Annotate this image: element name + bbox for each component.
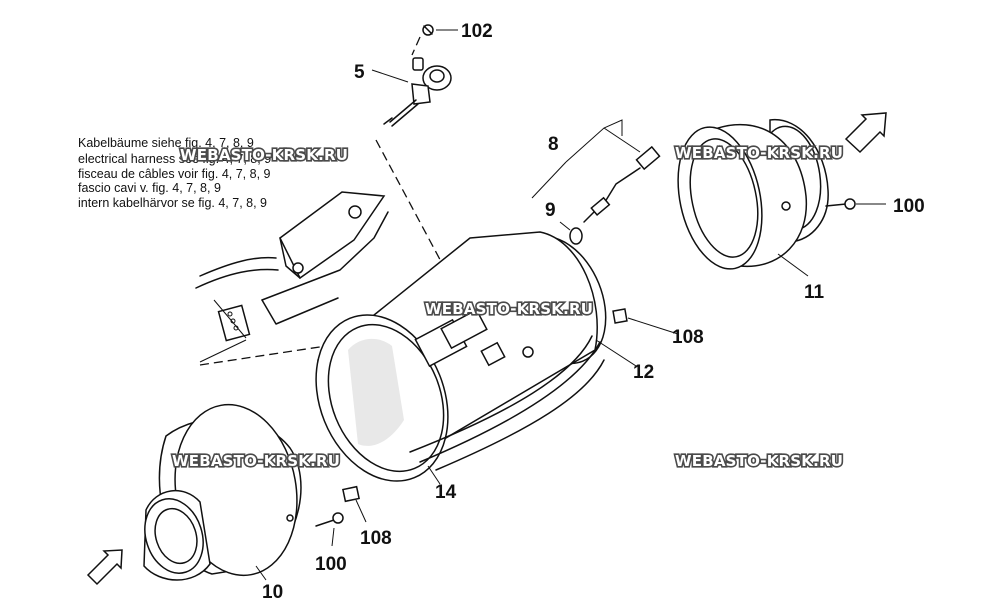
part-108-clip-bottom bbox=[342, 485, 367, 523]
part-11-outlet-hood bbox=[677, 119, 886, 277]
callout-100-right: 100 bbox=[893, 196, 925, 217]
part-12-cylinder bbox=[315, 231, 679, 482]
callout-11: 11 bbox=[804, 282, 825, 303]
flow-arrow-icon bbox=[86, 549, 123, 586]
watermark: WEBASTO-KRSK.RU bbox=[675, 452, 843, 470]
watermark: WEBASTO-KRSK.RU bbox=[425, 300, 593, 318]
callout-9: 9 bbox=[545, 200, 556, 221]
callout-108-bottom: 108 bbox=[360, 528, 392, 549]
harness-connector bbox=[195, 191, 389, 366]
part-9-ring bbox=[559, 221, 583, 245]
part-10-inlet-hood bbox=[143, 403, 344, 581]
callout-14: 14 bbox=[435, 482, 457, 503]
callout-10: 10 bbox=[262, 582, 283, 603]
watermark: WEBASTO-KRSK.RU bbox=[172, 452, 340, 470]
callout-100-bottom: 100 bbox=[315, 554, 347, 575]
part-5-sensor bbox=[371, 57, 453, 283]
note-line: intern kabelhärvor se fig. 4, 7, 8, 9 bbox=[78, 196, 267, 210]
note-line: fisceau de câbles voir fig. 4, 7, 8, 9 bbox=[78, 167, 271, 181]
note-line: Kabelbäume siehe fig. 4, 7, 8, 9 bbox=[78, 136, 254, 150]
watermark: WEBASTO-KRSK.RU bbox=[675, 144, 843, 162]
callout-12: 12 bbox=[633, 362, 654, 383]
part-8-sensor bbox=[531, 119, 661, 223]
note-line: fascio cavi v. fig. 4, 7, 8, 9 bbox=[78, 181, 221, 195]
part-14-leader bbox=[427, 465, 441, 485]
callout-102: 102 bbox=[461, 21, 493, 42]
note-line: electrical harness see fig. 4, 7, 8, 9 bbox=[78, 152, 271, 166]
watermark: WEBASTO-KRSK.RU bbox=[180, 146, 348, 164]
harness-note: Kabelbäume siehe fig. 4, 7, 8, 9 electri… bbox=[78, 136, 271, 210]
flow-arrow-icon bbox=[844, 112, 887, 154]
part-102-screw bbox=[411, 24, 458, 56]
callout-108-right: 108 bbox=[672, 327, 704, 348]
callout-8: 8 bbox=[548, 134, 559, 155]
callout-5: 5 bbox=[354, 62, 365, 83]
